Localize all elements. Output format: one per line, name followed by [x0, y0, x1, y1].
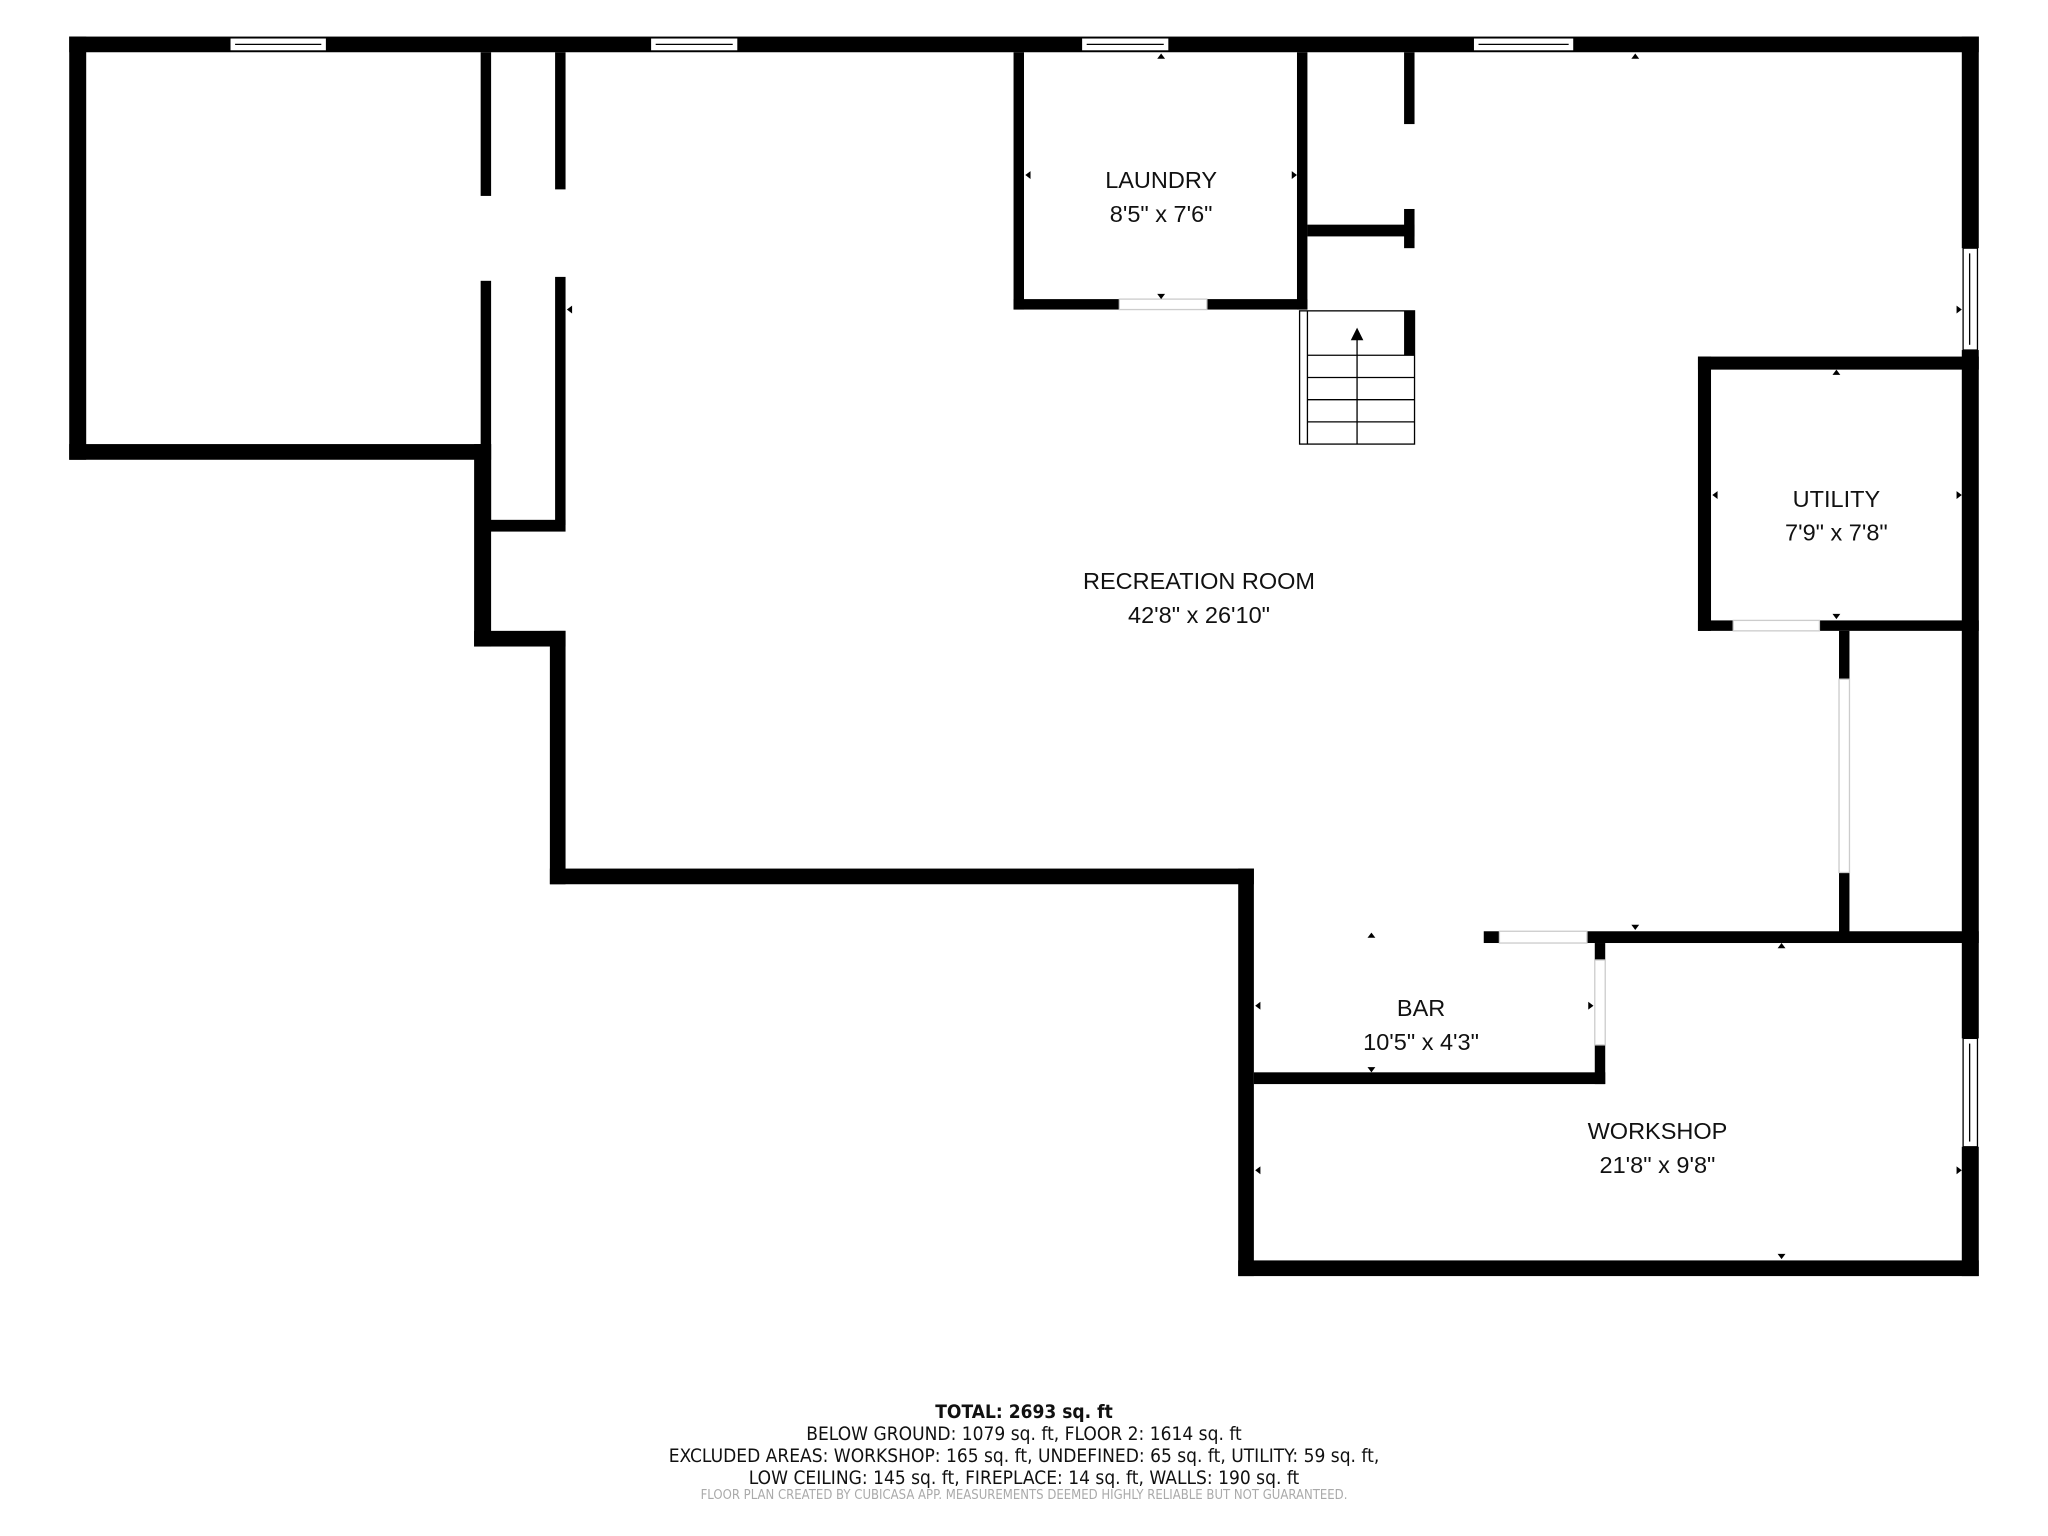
- svg-text:21'8" x 9'8": 21'8" x 9'8": [1600, 1152, 1716, 1178]
- svg-text:42'8" x 26'10": 42'8" x 26'10": [1128, 602, 1270, 628]
- room-label-utility: UTILITY 7'9" x 7'8": [1785, 486, 1888, 546]
- walls: [69, 36, 1979, 1277]
- svg-text:BAR: BAR: [1397, 995, 1445, 1021]
- excluded-areas-cont: LOW CEILING: 145 sq. ft, FIREPLACE: 14 s…: [748, 1467, 1300, 1489]
- total-area: TOTAL: 2693 sq. ft: [935, 1401, 1113, 1423]
- disclaimer: FLOOR PLAN CREATED BY CUBICASA APP. MEAS…: [700, 1488, 1348, 1503]
- svg-text:8'5" x 7'6": 8'5" x 7'6": [1110, 201, 1213, 227]
- excluded-areas: EXCLUDED AREAS: WORKSHOP: 165 sq. ft, UN…: [668, 1445, 1380, 1467]
- svg-text:10'5" x 4'3": 10'5" x 4'3": [1363, 1029, 1479, 1055]
- dimension-markers: [566, 53, 1962, 1260]
- room-label-bar: BAR 10'5" x 4'3": [1363, 995, 1479, 1055]
- stairs: [1298, 310, 1416, 445]
- area-breakdown: BELOW GROUND: 1079 sq. ft, FLOOR 2: 1614…: [806, 1423, 1242, 1445]
- svg-text:LAUNDRY: LAUNDRY: [1105, 167, 1217, 193]
- svg-text:WORKSHOP: WORKSHOP: [1588, 1118, 1728, 1144]
- room-label-laundry: LAUNDRY 8'5" x 7'6": [1105, 167, 1217, 227]
- svg-text:UTILITY: UTILITY: [1793, 486, 1881, 512]
- svg-text:7'9" x 7'8": 7'9" x 7'8": [1785, 520, 1888, 546]
- stairs-up-arrow-icon: [1350, 327, 1364, 341]
- windows: [229, 37, 1979, 1148]
- room-label-recreation: RECREATION ROOM 42'8" x 26'10": [1083, 568, 1315, 628]
- svg-text:RECREATION ROOM: RECREATION ROOM: [1083, 568, 1315, 594]
- room-label-workshop: WORKSHOP 21'8" x 9'8": [1588, 1118, 1728, 1178]
